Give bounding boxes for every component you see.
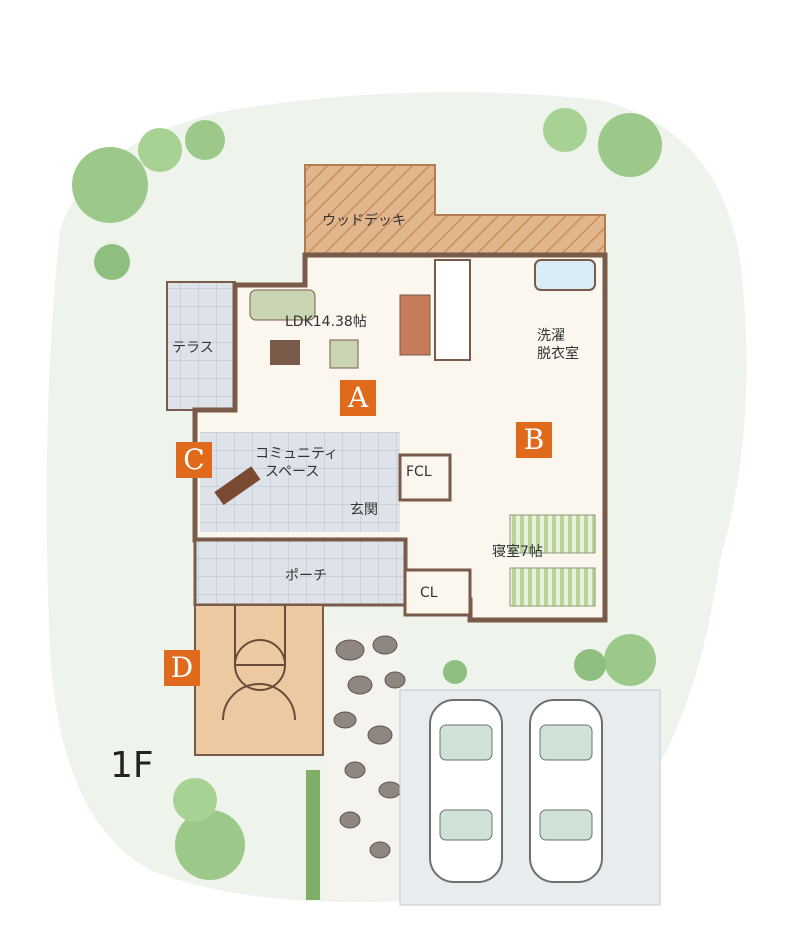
bar-counter: [399, 294, 431, 356]
label-bedroom: 寝室7帖: [492, 543, 543, 560]
porch-floor: [193, 538, 407, 607]
marker-a: A: [340, 380, 376, 416]
kitchen-counter: [434, 259, 471, 361]
label-community-2: スペース: [265, 464, 319, 480]
label-terrace: テラス: [172, 340, 214, 356]
label-entrance: 玄関: [350, 501, 378, 518]
label-ldk: LDK14.38帖: [285, 314, 367, 330]
floor-label: 1F: [110, 745, 154, 786]
label-community-1: コミュニティ: [255, 446, 338, 462]
ottoman: [329, 339, 359, 369]
bathtub: [534, 259, 596, 291]
cl-room: [403, 568, 472, 617]
label-wood-deck: ウッドデッキ: [322, 212, 406, 229]
label-porch: ポーチ: [285, 568, 327, 584]
tree-icon: [173, 660, 467, 880]
tree-icon: [72, 120, 225, 280]
bench: [214, 466, 261, 506]
label-fcl: FCL: [406, 464, 432, 480]
car-icon: [429, 699, 503, 883]
marker-b: B: [516, 422, 552, 458]
car-icon: [529, 699, 603, 883]
bed: [509, 567, 596, 607]
basketball-court: [194, 604, 324, 756]
marker-d: D: [164, 650, 200, 686]
table: [270, 340, 300, 365]
stepping-stones: [333, 635, 406, 859]
stone-path: [325, 625, 400, 900]
hedge: [306, 770, 320, 900]
tree-icon: [574, 634, 656, 686]
marker-c: C: [176, 442, 212, 478]
label-laundry-2: 脱衣室: [537, 345, 579, 362]
bed: [509, 514, 596, 554]
tree-icon: [543, 108, 662, 177]
sofa: [249, 289, 316, 321]
fcl-room: [398, 453, 452, 502]
label-laundry-1: 洗濯: [537, 328, 565, 344]
label-closet: CL: [420, 585, 438, 601]
court-lines: [222, 605, 296, 721]
